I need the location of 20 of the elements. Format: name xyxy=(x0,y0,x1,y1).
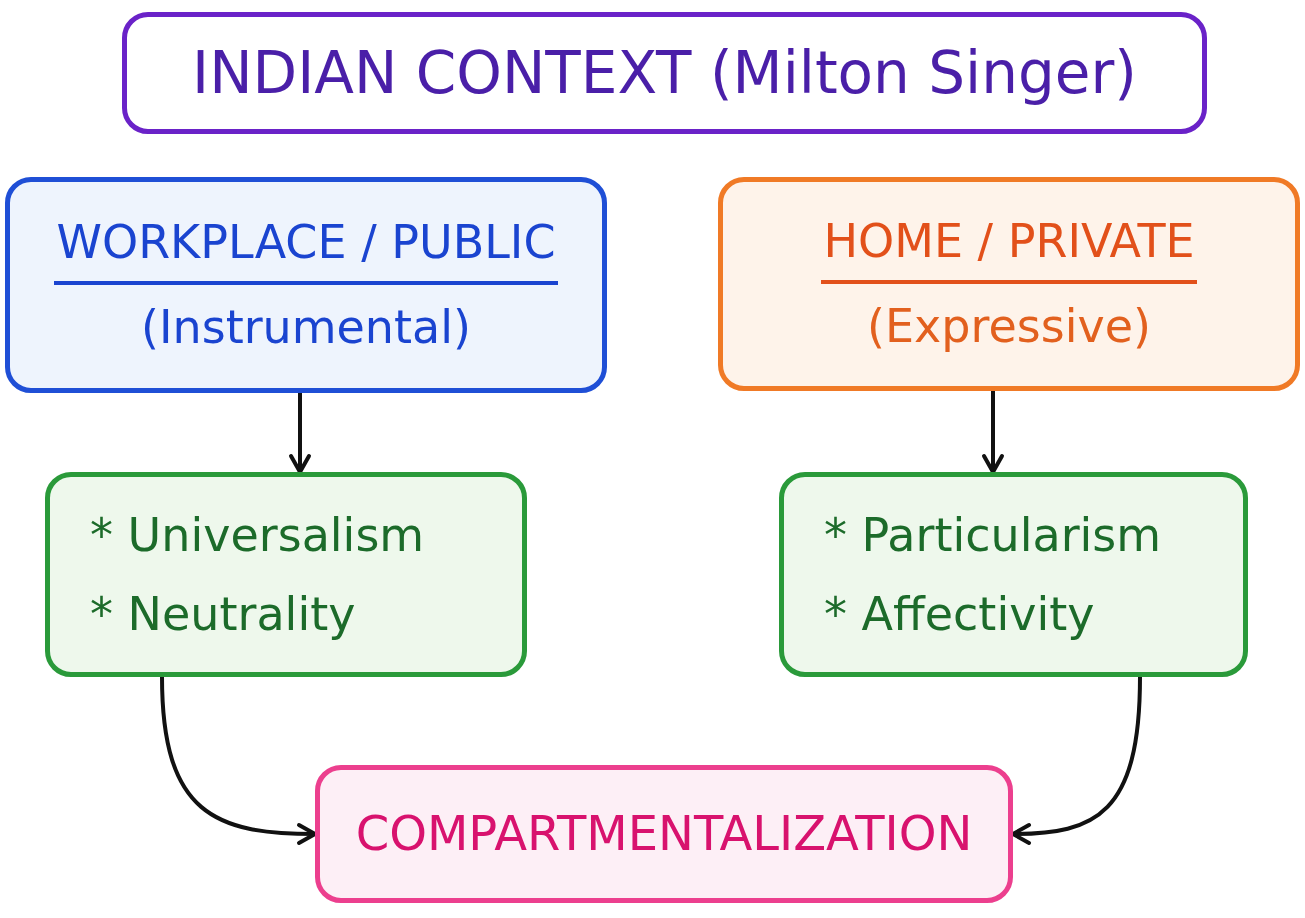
arrow xyxy=(1011,675,1142,845)
result-box xyxy=(315,765,1013,903)
result-label: COMPARTMENTALIZATION xyxy=(355,806,973,862)
category-heading: WORKPLACE / PUBLIC xyxy=(54,216,558,285)
arrow xyxy=(982,389,1004,474)
category-heading: HOME / PRIVATE xyxy=(821,215,1197,284)
trait-box xyxy=(779,472,1248,677)
trait-box xyxy=(45,472,527,677)
category-box xyxy=(718,177,1300,391)
category-subtitle: (Expressive) xyxy=(867,300,1151,353)
category-subtitle: (Instrumental) xyxy=(141,301,471,354)
trait-item: * Universalism xyxy=(90,508,425,562)
arrow xyxy=(160,675,317,845)
heading-text: INDIAN CONTEXT (Milton Singer) xyxy=(192,39,1137,107)
trait-item: * Affectivity xyxy=(824,587,1095,641)
arrow xyxy=(289,391,311,474)
category-box xyxy=(5,177,607,393)
trait-item: * Neutrality xyxy=(90,587,356,641)
trait-item: * Particularism xyxy=(824,508,1162,562)
header-box xyxy=(122,12,1207,134)
